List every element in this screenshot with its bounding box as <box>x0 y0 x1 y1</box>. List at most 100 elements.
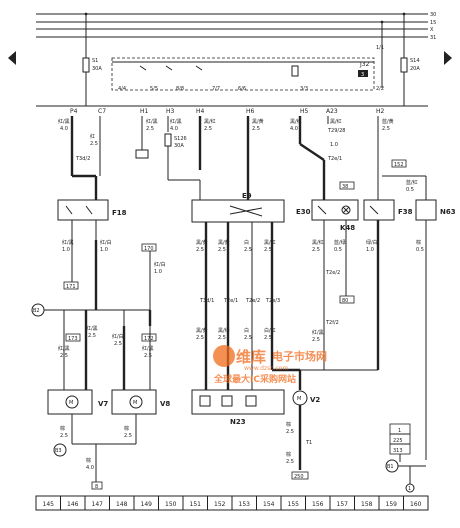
component-e30: 38 E30 K48 黑/红 2.5 蓝/绿 0.5 T2e/2 80 T2f/… <box>296 181 359 371</box>
component-f18-id: F18 <box>112 209 127 217</box>
svg-text:T2e/3: T2e/3 <box>265 298 280 304</box>
ref-box-170: 170 <box>144 246 154 252</box>
left-arrow-icon[interactable] <box>8 51 16 65</box>
svg-text:黑/红: 黑/红 <box>312 239 324 246</box>
ground-b2-label: B2 <box>33 308 40 314</box>
axis-cell-159: 159 <box>386 501 398 508</box>
axis-cell-153: 153 <box>239 501 251 508</box>
svg-text:2.5: 2.5 <box>244 247 252 253</box>
axis-cell-160: 160 <box>410 501 422 508</box>
wire-p4: 红/黑 4.0 <box>58 116 98 200</box>
svg-text:1: 1 <box>398 428 401 434</box>
svg-text:2.5: 2.5 <box>252 126 260 132</box>
fuse-s126-rating: 30A <box>174 143 184 149</box>
svg-text:2.5: 2.5 <box>312 247 320 253</box>
svg-text:225: 225 <box>393 438 403 444</box>
component-v7-id: V7 <box>98 400 108 408</box>
ground-b1-label: B1 <box>387 464 394 470</box>
svg-text:红/白: 红/白 <box>112 333 124 340</box>
ground-b3-label: B3 <box>55 448 62 454</box>
wire-h3: 红/黑 4.0 S126 30A <box>164 116 201 200</box>
axis-cell-152: 152 <box>214 501 226 508</box>
svg-text:棕: 棕 <box>416 239 421 246</box>
rail-label-x: X <box>430 27 434 33</box>
relay-pin-7: 7/7 <box>212 86 220 92</box>
svg-text:2.5: 2.5 <box>204 126 212 132</box>
connector-h3: H3 <box>166 108 175 115</box>
component-k48-id: K48 <box>340 224 355 232</box>
wire-170: 170 红/白 1.0 <box>141 243 166 306</box>
watermark: 维库 电子市场网 www.dzsc.com 全球最大IC采购网站 <box>213 345 327 385</box>
svg-text:棕: 棕 <box>286 451 291 458</box>
svg-text:红/黑: 红/黑 <box>146 118 158 125</box>
svg-text:黑/红: 黑/红 <box>290 118 302 125</box>
svg-text:1.0: 1.0 <box>366 247 374 253</box>
svg-text:T2e/1: T2e/1 <box>327 156 342 162</box>
component-v2-id: V2 <box>310 396 320 404</box>
svg-text:2.5: 2.5 <box>286 459 294 465</box>
connector-row: P4 C7 H1 H3 H4 H6 H5 A23 H2 <box>70 108 385 115</box>
relay-j32-badge: 3 <box>361 72 364 78</box>
svg-text:蓝/红: 蓝/红 <box>406 179 418 186</box>
svg-text:红/黑: 红/黑 <box>62 239 74 246</box>
svg-text:0.5: 0.5 <box>416 247 424 253</box>
svg-text:4.0: 4.0 <box>170 126 178 132</box>
ground-b2: B2 <box>31 303 151 317</box>
relay-pin-8: 8/8 <box>176 86 184 92</box>
svg-text:2.5: 2.5 <box>218 247 226 253</box>
axis-cell-146: 146 <box>67 501 79 508</box>
connector-h2: H2 <box>376 108 385 115</box>
right-arrow-icon[interactable] <box>444 51 452 65</box>
svg-text:黑/红: 黑/红 <box>330 118 342 125</box>
fuse-s126-id: S126 <box>174 136 187 142</box>
svg-text:M: M <box>133 400 137 406</box>
component-n63-id: N63 <box>440 208 456 216</box>
svg-text:4.0: 4.0 <box>86 465 94 471</box>
svg-text:红/黑: 红/黑 <box>86 325 98 332</box>
svg-text:红/黑: 红/黑 <box>142 345 154 352</box>
axis-cell-149: 149 <box>141 501 153 508</box>
ground-b3: B3 棕 4.0 8 <box>53 443 136 490</box>
circle-marker: 1 <box>408 486 411 492</box>
svg-text:T29/28: T29/28 <box>327 128 345 134</box>
svg-text:M: M <box>69 400 73 406</box>
svg-text:2.5: 2.5 <box>286 429 294 435</box>
svg-text:红/黑: 红/黑 <box>312 329 324 336</box>
svg-text:2.5: 2.5 <box>244 335 252 341</box>
relay-j32-id: J32 <box>359 61 370 68</box>
svg-text:2.5: 2.5 <box>218 335 226 341</box>
svg-text:白/红: 白/红 <box>264 327 276 334</box>
svg-text:2.5: 2.5 <box>144 353 152 359</box>
wire-c7: 红 2.5 T3d/2 <box>75 116 101 176</box>
ref-box-38: 38 <box>342 184 348 190</box>
component-e9: E9 黑/黄 2.5 黑/黄 2.5 白 2.5 黑/红 2.5 T3d/1 T… <box>191 192 285 390</box>
component-t1-id: T1 <box>305 440 312 446</box>
svg-text:1.0: 1.0 <box>154 269 162 275</box>
svg-text:蓝/绿: 蓝/绿 <box>334 239 346 246</box>
fuse-s1: S1 30A <box>82 14 102 106</box>
component-v8: 172 红/白 2.5 红/黑 2.5 M V8 棕 2.5 <box>111 310 170 444</box>
component-v8-id: V8 <box>160 400 170 408</box>
connector-p4: P4 <box>70 108 78 115</box>
power-rails: 30 15 X 31 <box>36 12 436 41</box>
svg-text:黑/红: 黑/红 <box>204 118 216 125</box>
component-f38-id: F38 <box>398 208 413 216</box>
svg-text:黑/红: 黑/红 <box>264 239 276 246</box>
ref-box-172: 172 <box>144 336 154 342</box>
relay-j32: J32 3 4/4 5/5 8/8 7/7 6/6 3/3 2/2 1/1 <box>111 22 384 92</box>
svg-text:白: 白 <box>244 239 249 246</box>
component-f18: F18 红/黑 1.0 红/白 1.0 171 <box>57 199 127 306</box>
rail-label-31: 31 <box>430 35 436 41</box>
wire-h6: 黑/黄 2.5 <box>246 116 264 200</box>
svg-text:T2e/2: T2e/2 <box>245 298 260 304</box>
watermark-brand: 维库 <box>236 348 266 366</box>
relay-pin-1: 1/1 <box>376 45 384 51</box>
connector-h4: H4 <box>196 108 205 115</box>
svg-text:白: 白 <box>244 327 249 334</box>
fuse-s14-id: S14 <box>410 58 420 64</box>
svg-text:2.5: 2.5 <box>312 337 320 343</box>
svg-text:2.5: 2.5 <box>264 335 272 341</box>
ref-box-152: 152 <box>394 162 404 168</box>
svg-text:T2e/2: T2e/2 <box>325 270 340 276</box>
